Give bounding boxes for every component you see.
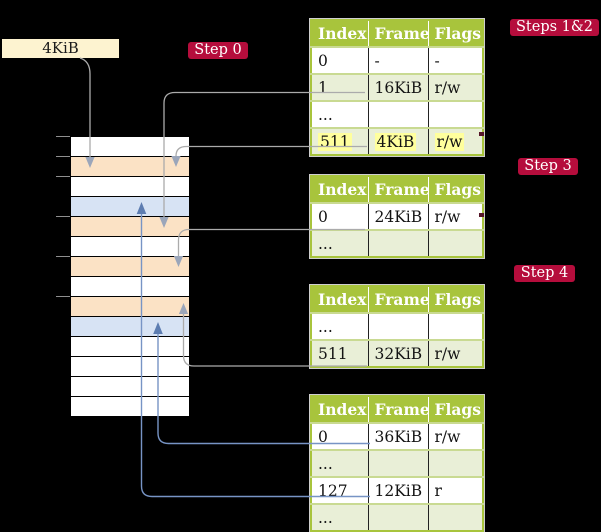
cell-flags [428,503,483,531]
ptbr-address-label: 4KiB [42,39,79,57]
table-row: 511 32KiB r/w [311,339,483,367]
memory-frame-row [71,237,189,257]
column-header-flags: Flags [428,20,483,47]
cell-frame: 36KiB [368,422,429,450]
column-header-flags: Flags [428,396,483,423]
table-row: ... [311,312,483,340]
badge-step-4: Step 4 [514,265,575,282]
table-row: 127 12KiB r [311,476,483,504]
cell-frame: - [368,46,429,74]
table-row-highlighted: 511 4KiB r/w [311,127,483,155]
column-header-frame: Frame [368,396,430,423]
memory-frame-row [71,377,189,397]
cell-frame [368,449,429,477]
cell-index: 0 [311,422,369,450]
cell-index: 1 [311,73,369,101]
highlight-mark: 4KiB [374,132,417,151]
column-header-frame: Frame [368,176,430,203]
memory-frame-row [71,157,189,177]
page-table-step-4: Index Frame Flags ... 511 32KiB r/w [309,284,485,369]
cell-index: ... [311,503,369,531]
cell-frame: 16KiB [368,73,429,101]
table-row: 1 16KiB r/w [311,73,483,101]
table-header-row: Index Frame Flags [311,396,483,423]
table-header-row: Index Frame Flags [311,20,483,47]
page-table-step-3: Index Frame Flags 0 24KiB r/w ... [309,174,485,259]
cell-flags: r/w [428,127,483,155]
column-header-index: Index [311,396,369,423]
cell-flags [428,229,483,257]
cell-index: 0 [311,202,369,230]
cell-index: 511 [311,339,369,367]
cell-flags [428,312,483,340]
column-header-index: Index [311,176,369,203]
cell-frame [368,503,429,531]
cell-flags [428,100,483,128]
memory-frame-row [71,357,189,377]
table-row: 0 - - [311,46,483,74]
column-header-flags: Flags [428,176,483,203]
memory-frame-row [71,177,189,197]
cell-frame: 12KiB [368,476,429,504]
frame-tick-marks [56,136,70,297]
cell-frame: 32KiB [368,339,429,367]
cell-index: ... [311,100,369,128]
table-header-row: Index Frame Flags [311,286,483,313]
cell-flags [428,449,483,477]
cell-index: ... [311,312,369,340]
cell-frame [368,312,429,340]
badge-steps-1-2: Steps 1&2 [510,19,599,36]
cell-flags: - [428,46,483,74]
memory-frame-row [71,257,189,277]
memory-frame-row [71,337,189,357]
cell-index: 127 [311,476,369,504]
memory-frame-row [71,397,189,416]
column-header-flags: Flags [428,286,483,313]
highlight-mark: r/w [434,132,465,151]
column-header-frame: Frame [368,286,430,313]
cell-flags: r/w [428,422,483,450]
cell-flags: r/w [428,202,483,230]
table-row: 0 36KiB r/w [311,422,483,450]
cell-index: 0 [311,46,369,74]
badge-step-0: Step 0 [188,42,248,59]
cell-index: 511 [311,127,369,155]
page-table-leaf: Index Frame Flags 0 36KiB r/w ... 127 12… [309,394,485,532]
memory-frame-row [71,297,189,317]
table-header-row: Index Frame Flags [311,176,483,203]
memory-frame-row [71,197,189,217]
table-row: 0 24KiB r/w [311,202,483,230]
cell-frame: 4KiB [368,127,429,155]
cell-frame [368,229,429,257]
page-table-steps-1-2: Index Frame Flags 0 - - 1 16KiB r/w ... [309,18,485,157]
memory-frame-row [71,317,189,337]
highlight-mark: 511 [318,132,352,151]
cell-frame [368,100,429,128]
memory-frame-row [71,217,189,237]
column-header-index: Index [311,20,369,47]
badge-step-3: Step 3 [518,158,578,175]
memory-frame-row [71,277,189,297]
column-header-index: Index [311,286,369,313]
cell-index: ... [311,229,369,257]
table-row: ... [311,449,483,477]
cell-flags: r/w [428,73,483,101]
table-row: ... [311,229,483,257]
column-header-frame: Frame [368,20,430,47]
table-row: ... [311,100,483,128]
memory-frame-row [71,137,189,157]
physical-memory-column [70,136,190,417]
cell-index: ... [311,449,369,477]
ptbr-address-box: 4KiB [2,39,119,58]
table-row: ... [311,503,483,531]
cell-frame: 24KiB [368,202,429,230]
cell-flags: r [428,476,483,504]
cell-flags: r/w [428,339,483,367]
